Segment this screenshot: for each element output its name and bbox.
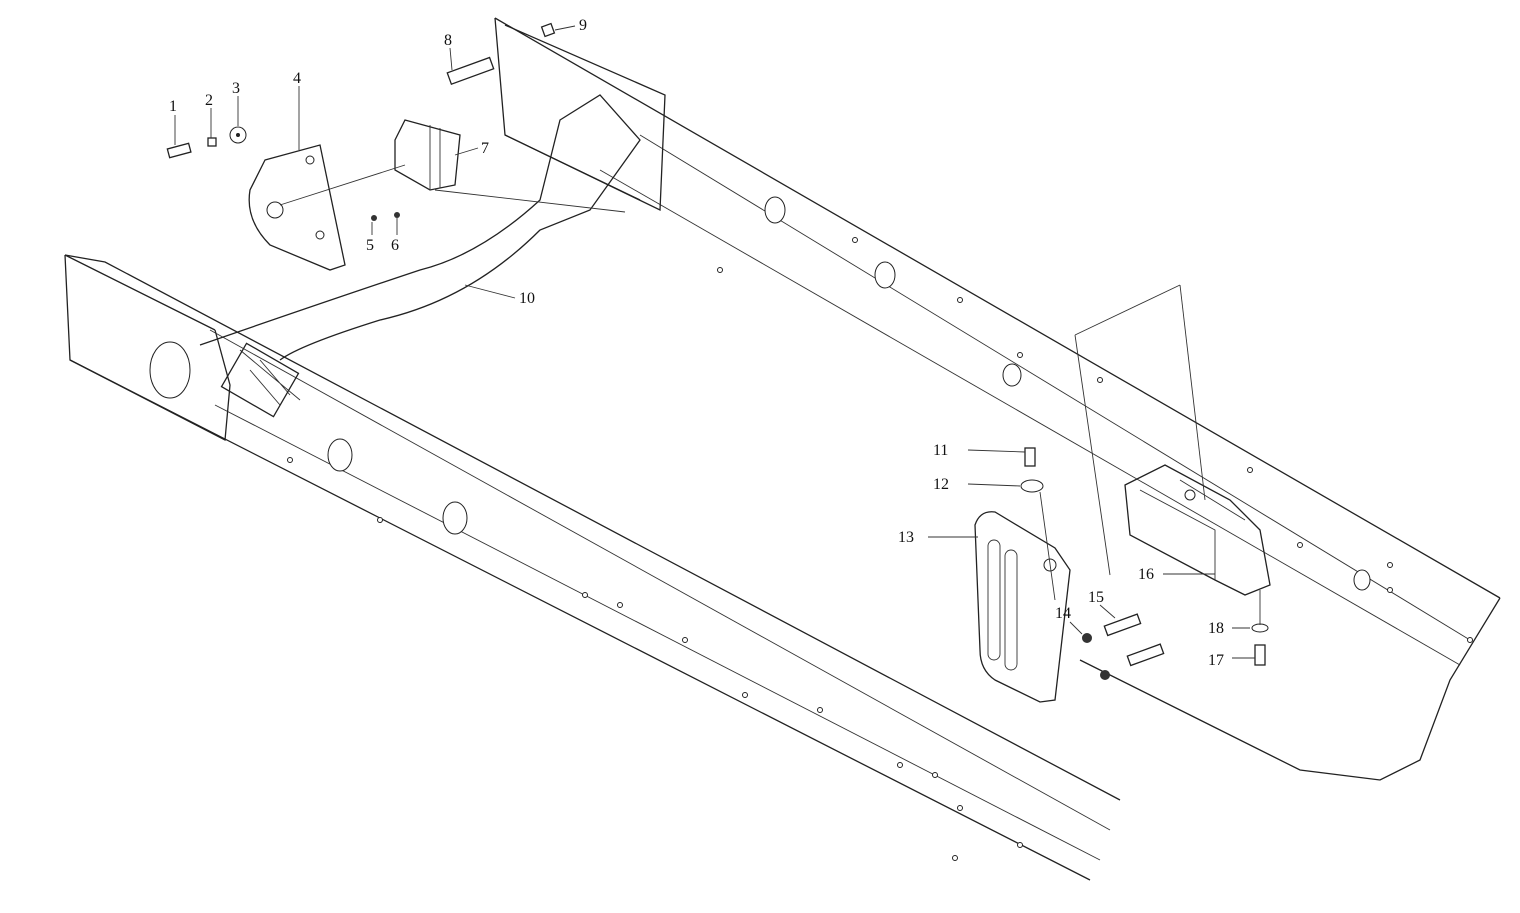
frame-holes [287,237,1473,861]
callout-labels: 1 2 3 4 5 6 7 8 9 10 11 12 13 14 15 16 1… [169,17,1224,669]
crossmember [199,94,641,418]
right-frame-rail [494,17,1501,781]
bracket-part-4 [248,144,346,271]
callout-3: 3 [232,80,240,97]
callout-15: 15 [1088,589,1104,606]
mount-part-16 [1124,464,1271,596]
leader-lines [174,25,1261,659]
callout-9: 9 [579,17,587,34]
left-frame-rail [64,254,1121,881]
callout-4: 4 [293,70,301,87]
callout-5: 5 [366,237,374,254]
callout-18: 18 [1208,620,1224,637]
callout-16: 16 [1138,566,1154,583]
callout-13: 13 [898,529,914,546]
callout-10: 10 [519,290,535,307]
bracket-part-13 [974,511,1071,703]
callout-6: 6 [391,237,399,254]
fasteners [166,22,1269,680]
callout-12: 12 [933,476,949,493]
callout-14: 14 [1055,605,1071,622]
callout-2: 2 [205,92,213,109]
callout-1: 1 [169,98,177,115]
callout-8: 8 [444,32,452,49]
callout-11: 11 [933,442,948,459]
callout-7: 7 [481,140,489,157]
mount-part-7 [394,119,461,191]
callout-17: 17 [1208,652,1224,669]
